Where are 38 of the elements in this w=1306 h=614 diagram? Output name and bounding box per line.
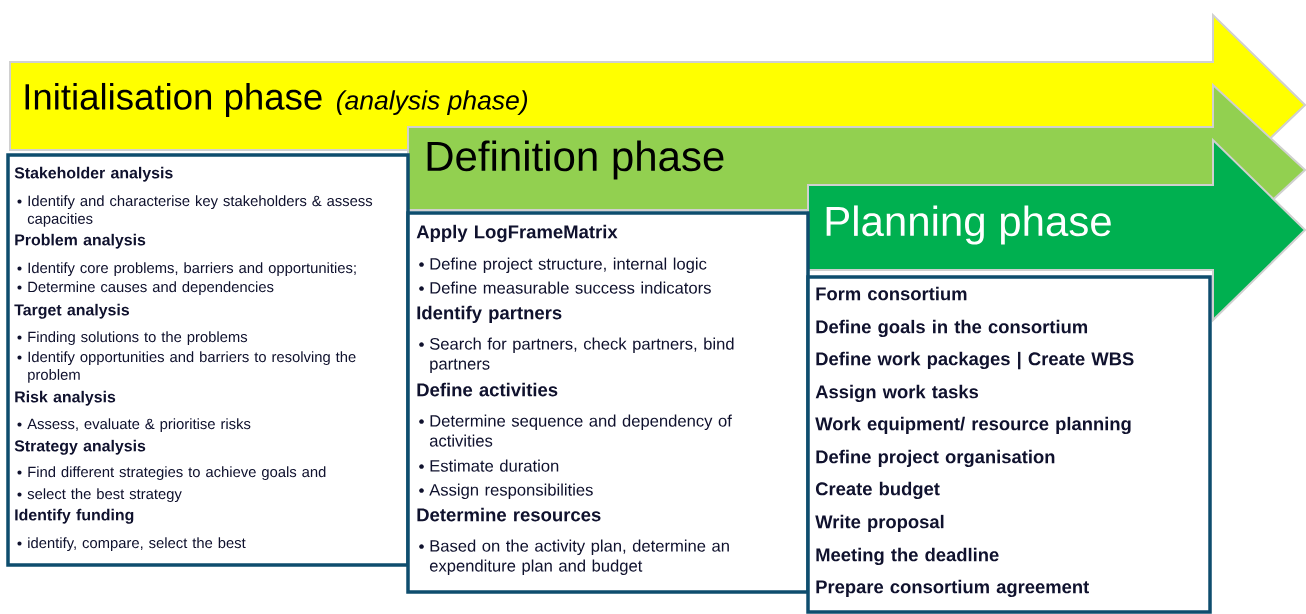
item-heading: Meeting the deadline [816, 547, 999, 566]
bullet-item: Define project structure, internal logic [419, 257, 707, 274]
bullet-item: Define measurable success indicators [419, 281, 711, 294]
bullet-item: Assess, evaluate & prioritise risks [17, 418, 251, 433]
bullet-item: Find different strategies to achieve goals and [17, 466, 326, 481]
bullet-item: Finding solutions to the problems [17, 331, 248, 346]
item-heading: Strategy analysis [14, 439, 146, 455]
bullet-item: Identify opportunities and barriers to resolving the problem [17, 351, 356, 383]
item-heading: Define activities [417, 382, 558, 397]
bullet-item: Based on the activity plan, determine an expenditure plan and budget [419, 539, 729, 575]
bullet-item: Assign responsibilities [419, 483, 593, 500]
item-heading: Prepare consortium agreement [816, 579, 1089, 598]
item-heading: Problem analysis [15, 233, 146, 249]
bullet-item: select the best strategy [17, 488, 182, 503]
bullet-item: Determine sequence and dependency of activities [419, 414, 732, 447]
item-heading: Determine resources [417, 507, 601, 522]
content-box [6, 153, 410, 567]
content-box [406, 211, 810, 594]
bullet-item: Identify core problems, barriers and opportunities; [17, 262, 356, 277]
bullet-item: Determine causes and dependencies [17, 281, 274, 296]
item-heading: Write proposal [815, 514, 944, 532]
item-heading: Risk analysis [15, 390, 116, 406]
item-heading: Work equipment/ resource planning [815, 416, 1131, 435]
item-heading: Identify funding [15, 508, 134, 524]
item-heading: Define work packages | Create WBS [816, 351, 1134, 370]
item-heading: Target analysis [14, 303, 129, 319]
bullet-item: Estimate duration [419, 459, 559, 472]
content-box [806, 275, 1212, 614]
item-heading: Form consortium [816, 286, 967, 301]
item-heading: Assign work tasks [815, 384, 979, 403]
item-heading: Define project organisation [816, 449, 1055, 468]
item-heading: Create budget [815, 481, 940, 500]
item-heading: Apply LogFrameMatrix [416, 224, 618, 243]
bullet-item: Identify and characterise key stakeholders & assess capacities [17, 195, 373, 227]
item-heading: Identify partners [417, 305, 562, 324]
bullet-item: Search for partners, check partners, bind partners [419, 337, 734, 373]
bullet-item: identify, compare, select the best [17, 537, 246, 552]
item-heading: Stakeholder analysis [14, 166, 173, 182]
